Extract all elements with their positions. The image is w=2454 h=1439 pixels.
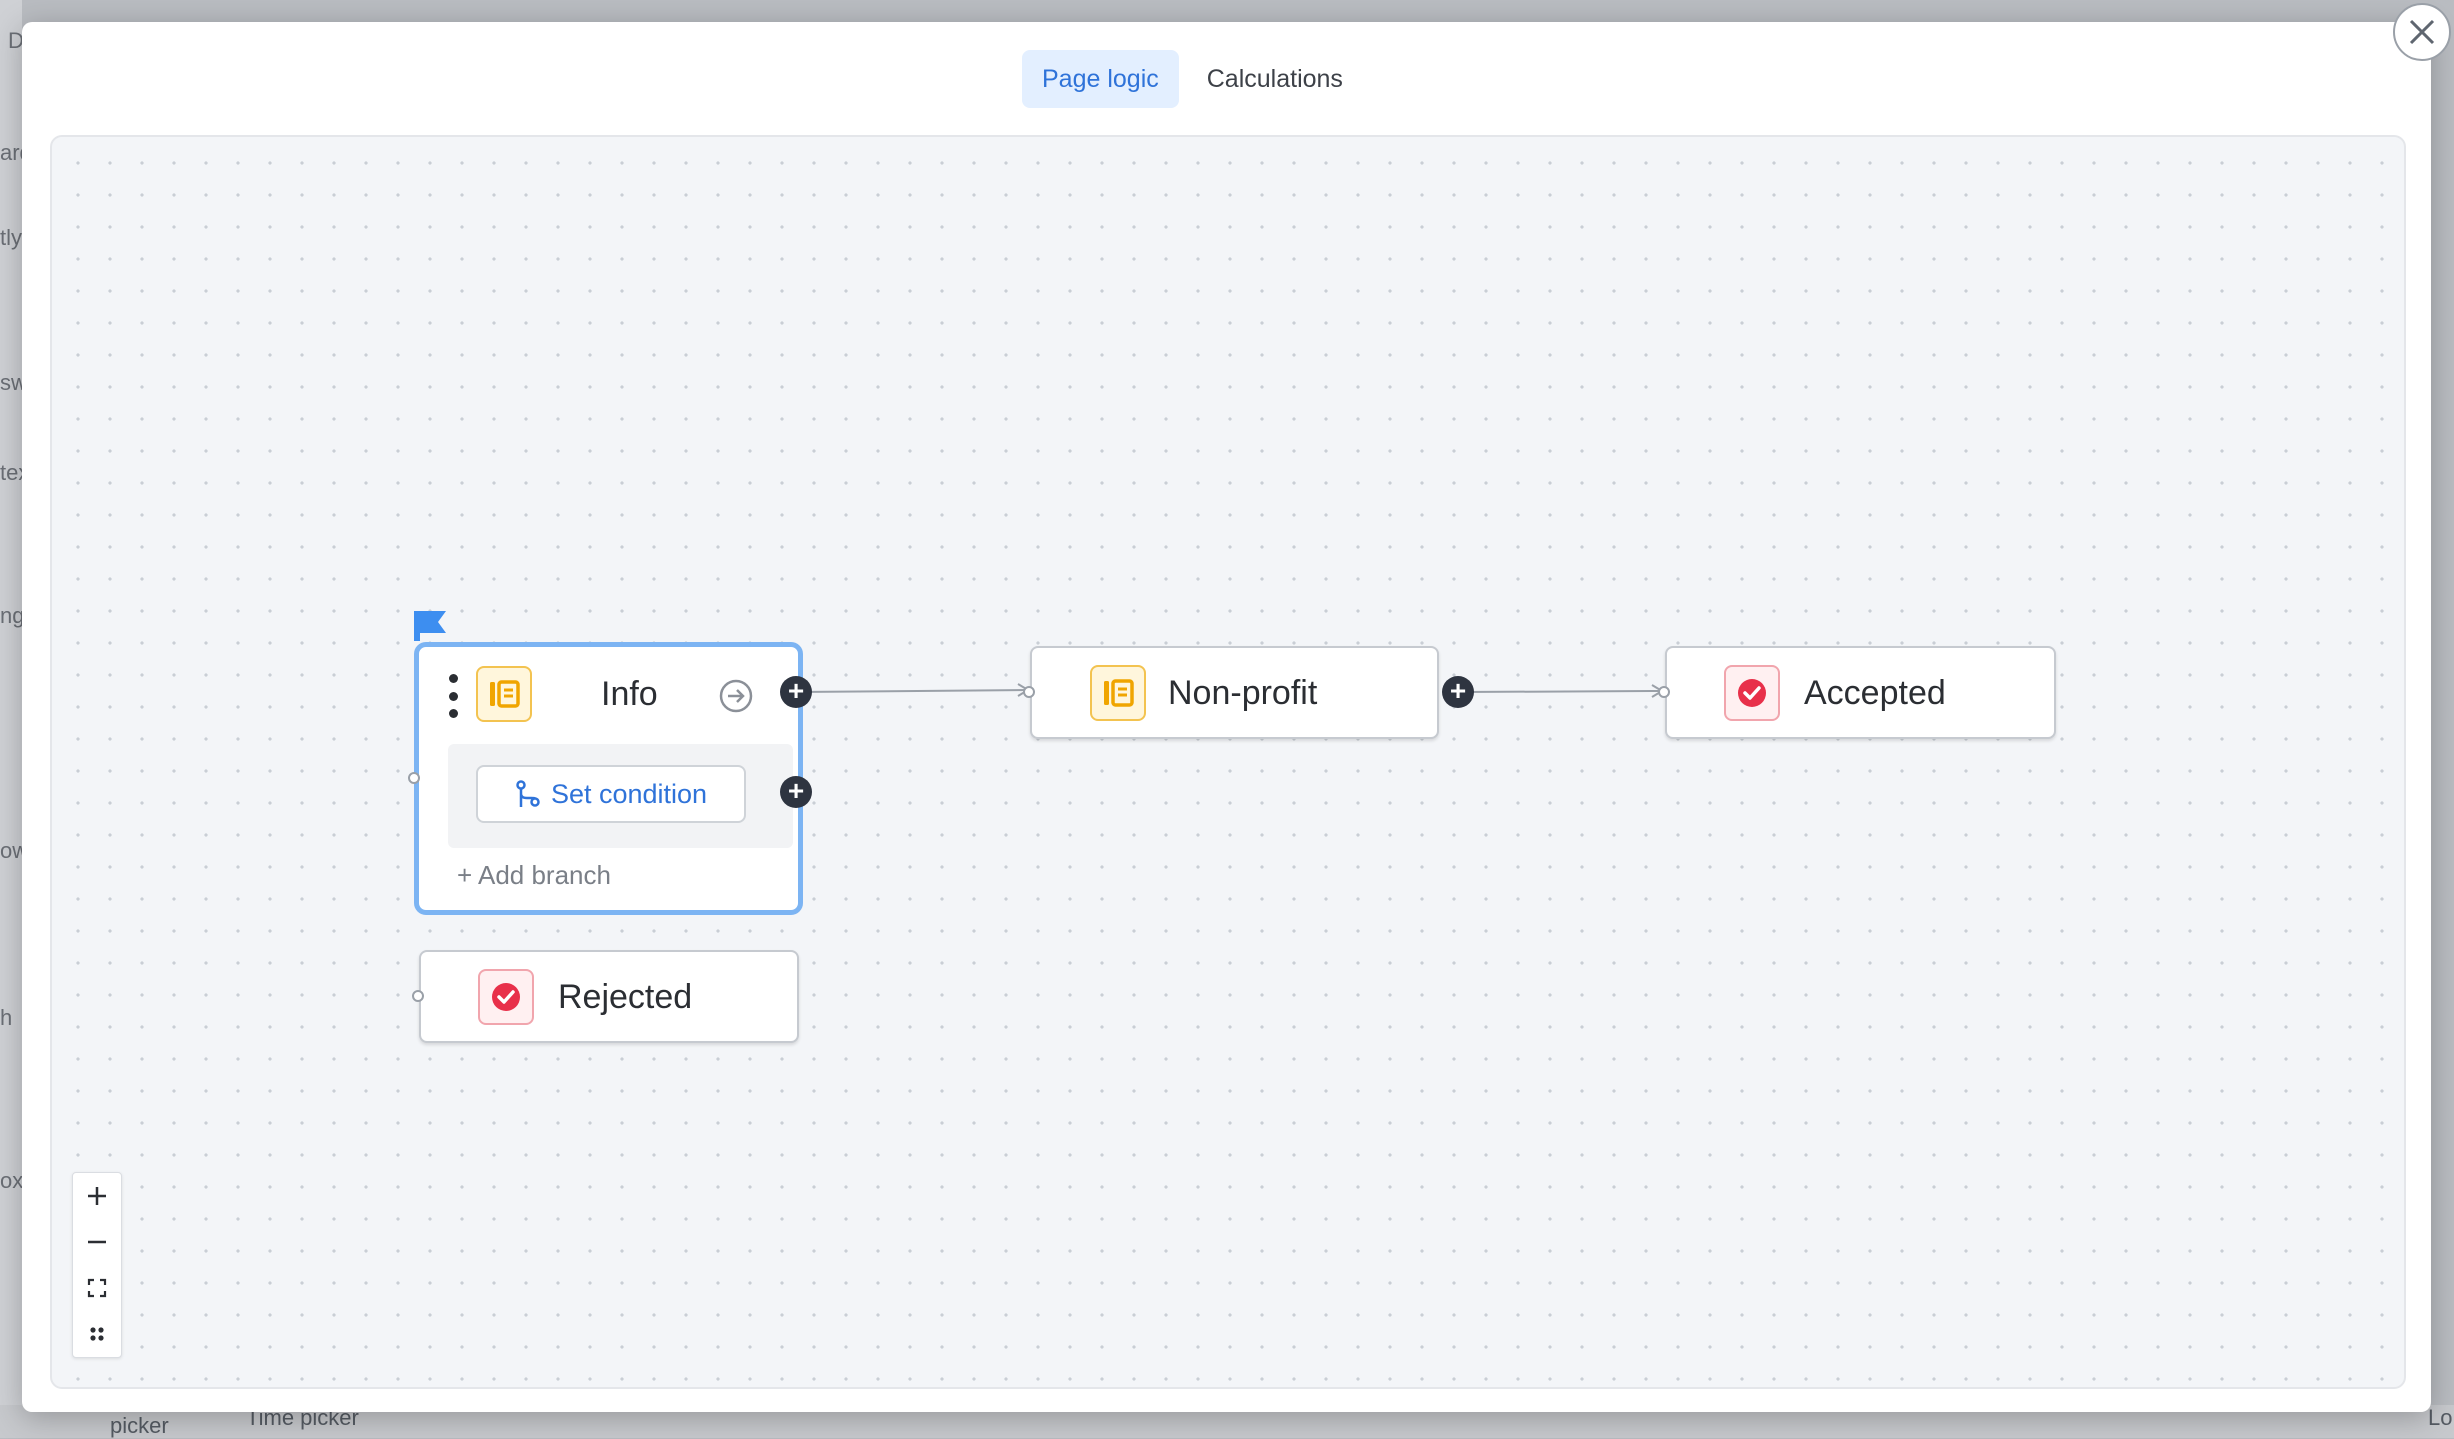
branch-row: Set condition [448,744,793,848]
node-accepted[interactable]: Accepted [1665,646,2056,739]
node-title: Rejected [558,978,693,1016]
end-page-icon [478,969,534,1025]
edge-nonprofit-accepted [1461,690,1663,693]
background-fragment: h [0,1005,13,1030]
close-modal-button[interactable] [2393,3,2451,61]
background-label: picker [110,1413,169,1438]
background-label: Lo [2428,1405,2453,1430]
modal-tabs: Page logic Calculations [1022,50,1363,108]
start-flag-icon [414,611,446,641]
tab-page-logic[interactable]: Page logic [1022,50,1179,108]
plus-icon [88,1187,106,1205]
background-fragment: D [8,28,24,53]
logic-modal: Page logic Calculations Inf [22,22,2431,1412]
flow-canvas[interactable]: Info Set condition + Add branch + + [50,135,2406,1389]
background-fragment: tly [0,225,22,250]
add-connection-plus-icon[interactable]: + [780,676,812,708]
node-input-handle[interactable] [1658,686,1670,698]
add-connection-plus-icon[interactable]: + [1442,676,1474,708]
node-nonprofit[interactable]: Non-profit [1030,646,1439,739]
close-icon [2409,19,2435,45]
background-sidebar: D ard tly sw tex ng ow h oxe cke [0,0,35,1438]
fit-view-icon [87,1278,107,1298]
node-title: Info [601,675,658,713]
add-branch-button[interactable]: + Add branch [457,860,611,890]
grid-dots-icon [90,1327,104,1341]
node-input-handle[interactable] [1023,686,1035,698]
interactive-toggle-button[interactable] [73,1311,121,1357]
tab-calculations[interactable]: Calculations [1206,64,1343,93]
branch-icon [516,780,540,807]
add-branch-connection-plus-icon[interactable]: + [780,776,812,808]
fit-view-button[interactable] [73,1265,121,1311]
set-condition-button[interactable]: Set condition [476,765,746,823]
edge-info-nonprofit [795,689,1029,693]
go-to-page-icon[interactable] [718,678,754,714]
zoom-controls [72,1172,122,1358]
node-title: Non-profit [1168,674,1318,712]
page-icon [1090,665,1146,721]
zoom-out-button[interactable] [73,1219,121,1265]
node-title: Accepted [1804,674,1946,712]
node-info[interactable]: Info Set condition + Add branch [414,642,803,915]
node-input-handle[interactable] [408,772,420,784]
node-input-handle[interactable] [412,990,424,1002]
node-rejected[interactable]: Rejected [419,950,799,1043]
set-condition-label: Set condition [550,778,708,809]
flow-edges [795,683,1664,698]
node-menu-icon[interactable] [448,674,458,718]
page-icon [476,666,532,722]
end-page-icon [1724,665,1780,721]
zoom-in-button[interactable] [73,1173,121,1219]
minus-icon [88,1240,106,1244]
background-fragment: ng [0,603,25,628]
